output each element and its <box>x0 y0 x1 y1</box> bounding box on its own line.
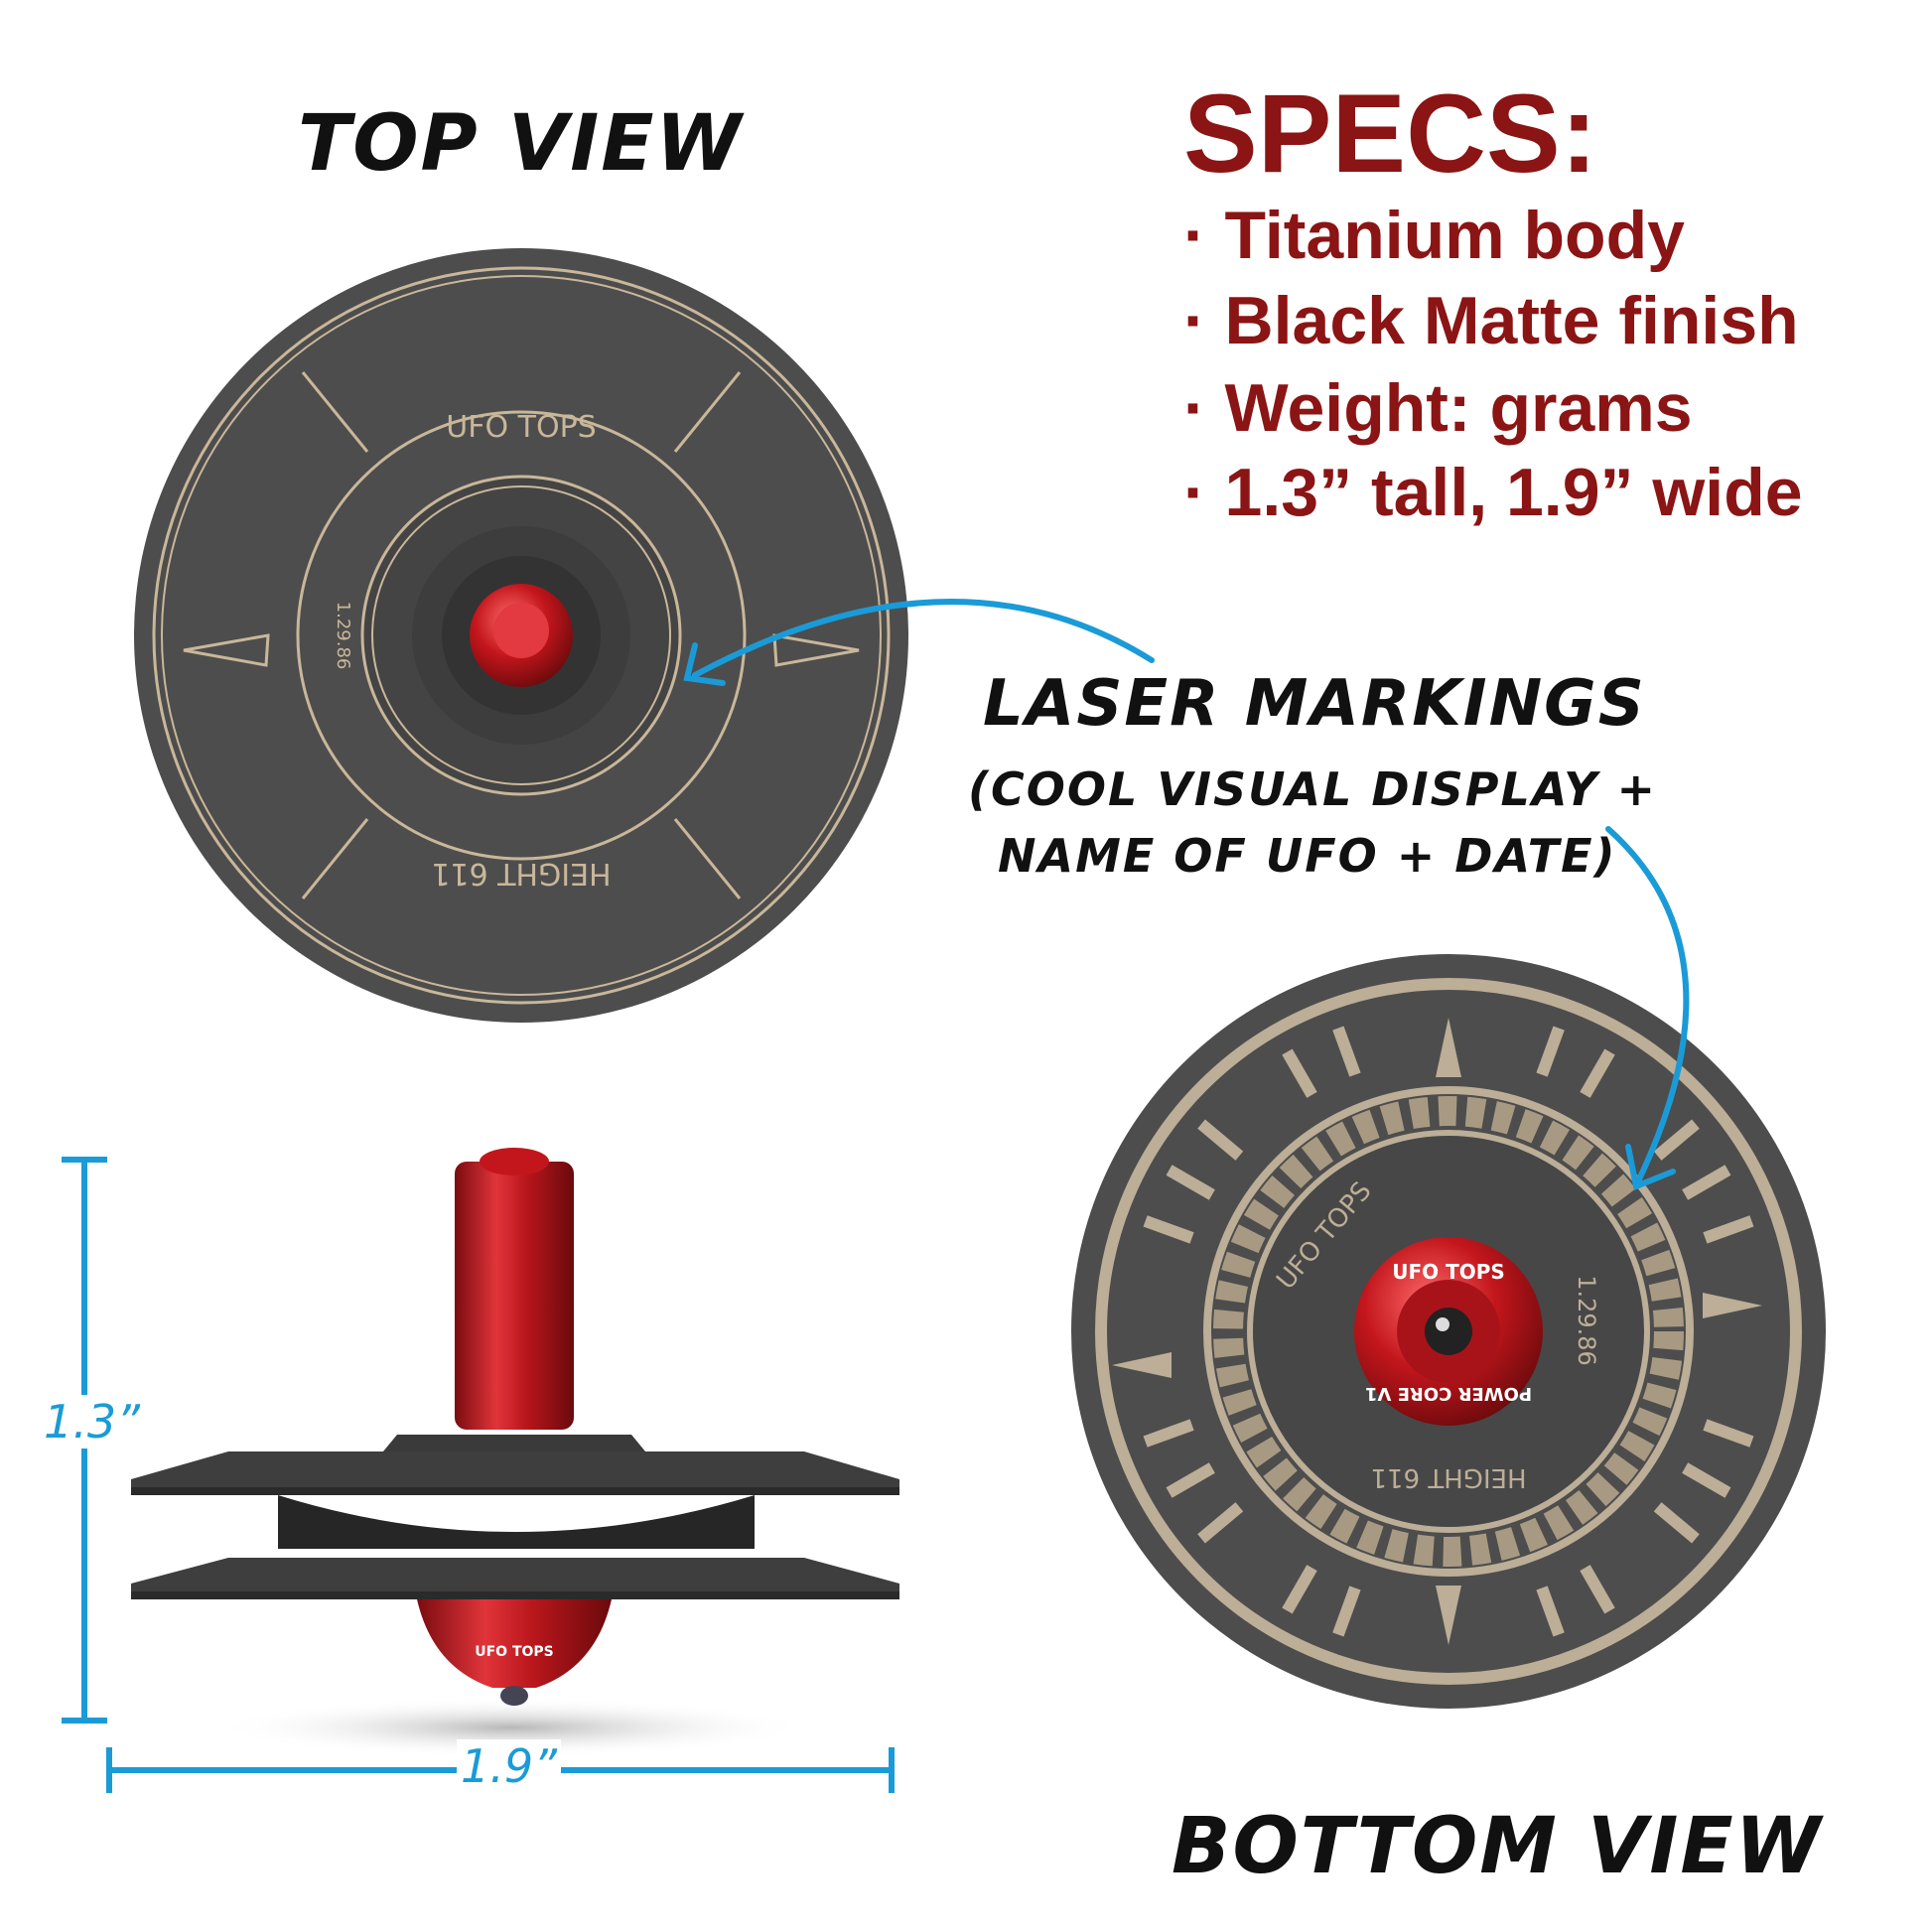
tick-mark <box>1166 1462 1215 1498</box>
tick-mark <box>1332 1026 1361 1077</box>
tick-mark <box>1536 1026 1565 1077</box>
tick-mark <box>1580 1048 1615 1098</box>
top-view-disc: UFO TOPS HEIGHT 611 1.29.86 <box>134 248 908 1023</box>
tick-mark <box>1282 1048 1317 1098</box>
tick-mark <box>1143 1419 1194 1448</box>
arrow-to-bottom-view <box>1605 826 1690 1184</box>
top-view-title: TOP VIEW <box>298 99 744 189</box>
spec-item: · Black Matte finish <box>1183 283 1799 358</box>
callout-arrows <box>683 599 1690 1191</box>
tick-mark <box>1682 1462 1731 1498</box>
tick-mark <box>1580 1565 1615 1614</box>
height-dimension-label: 1.3” <box>40 1395 144 1449</box>
tick-mark <box>1166 1165 1215 1200</box>
side-view-top: UFO TOPS <box>131 1148 899 1757</box>
tick-mark <box>1143 1215 1194 1244</box>
engraving-brand-core: UFO TOPS <box>1392 1260 1505 1284</box>
tick-mark <box>1536 1586 1565 1637</box>
bottom-view-title: BOTTOM VIEW <box>1172 1802 1823 1891</box>
tick-mark <box>1197 1502 1244 1544</box>
tick-mark <box>1653 1502 1700 1544</box>
tick-mark <box>1282 1565 1317 1614</box>
bottom-view-disc: UFO TOPS POWER CORE V1 UFO TOPS 1.29.86 … <box>1071 954 1826 1709</box>
tick-mark <box>1682 1165 1731 1200</box>
engraving-brand-top: UFO TOPS <box>446 410 596 445</box>
tick-mark <box>1653 1119 1700 1161</box>
engraving-date-top: 1.29.86 <box>333 602 353 670</box>
engraving-brand-side: UFO TOPS <box>475 1644 554 1660</box>
tick-mark <box>1703 1215 1754 1244</box>
spec-item: · 1.3” tall, 1.9” wide <box>1183 455 1803 530</box>
spec-item: · Titanium body <box>1183 198 1685 273</box>
arrow-to-top-view <box>692 599 1155 678</box>
spec-item: · Weight: grams <box>1183 370 1693 446</box>
tick-mark <box>1703 1419 1754 1448</box>
laser-markings-title: LASER MARKINGS <box>983 667 1646 741</box>
engraving-date-bottom: 1.29.86 <box>1573 1275 1600 1366</box>
engraving-name-bottom: HEIGHT 611 <box>1370 1462 1526 1492</box>
laser-markings-subtitle-1: (COOL VISUAL DISPLAY + <box>968 762 1658 816</box>
engraving-name-top: HEIGHT 611 <box>431 856 611 891</box>
tick-mark <box>1332 1586 1361 1637</box>
laser-markings-subtitle-2: NAME OF UFO + DATE) <box>998 829 1617 883</box>
specs-title: SPECS: <box>1183 71 1597 196</box>
width-dimension-label: 1.9” <box>457 1739 561 1793</box>
tick-mark <box>1197 1119 1244 1161</box>
engraving-core: POWER CORE V1 <box>1365 1383 1532 1404</box>
